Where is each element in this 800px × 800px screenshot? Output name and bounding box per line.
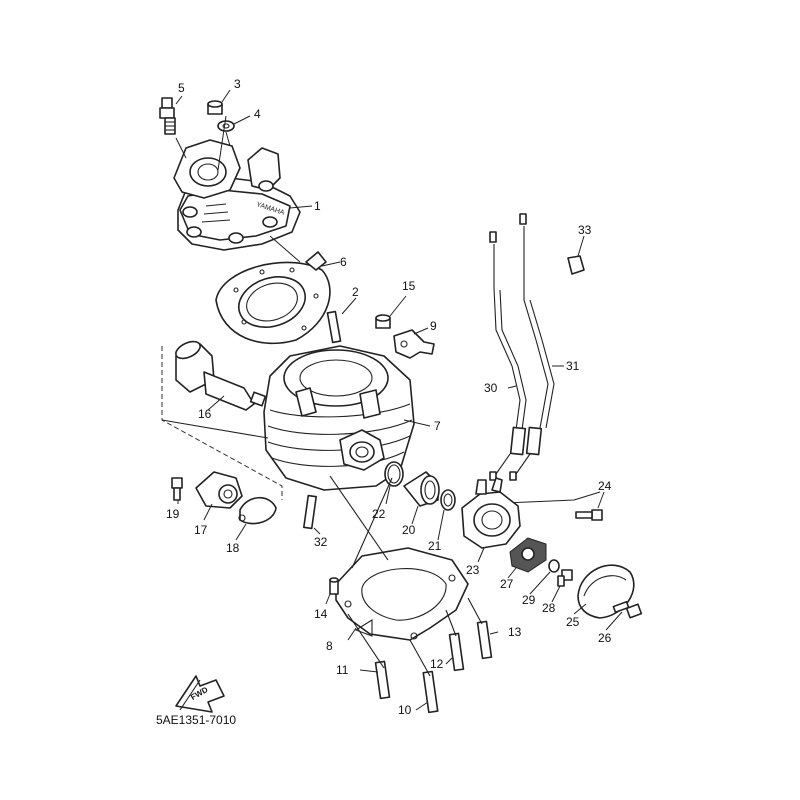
bolt-28: [551, 569, 573, 603]
callout-19: 19: [166, 507, 180, 521]
cable-31: [509, 213, 564, 481]
power-valve-housing: [461, 477, 521, 563]
callout-33: 33: [578, 223, 592, 237]
spark-plug: [159, 95, 183, 135]
o-ring-22: [384, 461, 404, 505]
callout-29: 29: [522, 593, 536, 607]
callout-15: 15: [402, 279, 416, 293]
base-gasket: [329, 475, 469, 641]
callout-30: 30: [484, 381, 498, 395]
callout-9: 9: [430, 319, 437, 333]
cylinder-head: YAMAHA: [173, 139, 313, 251]
callout-5: 5: [178, 81, 185, 95]
stud-10: [415, 670, 439, 714]
callout-3: 3: [234, 77, 241, 91]
callout-31: 31: [566, 359, 580, 373]
cable-clip: [567, 235, 585, 275]
callout-24: 24: [598, 479, 612, 493]
cable-30: [489, 231, 527, 481]
stud-13: [476, 620, 499, 660]
joint-20: [403, 471, 440, 525]
callout-18: 18: [226, 541, 240, 555]
washer-29: [529, 559, 560, 595]
pulley: [507, 537, 547, 579]
callout-17: 17: [194, 523, 208, 537]
stud-bolt: [326, 297, 357, 344]
cap-nut: [207, 89, 231, 115]
callout-7: 7: [434, 419, 441, 433]
valve-cover-17: [195, 471, 243, 521]
assembly-bracket-line: [161, 346, 283, 500]
head-gasket: [215, 251, 341, 345]
bracket: [393, 327, 435, 359]
stud-11: [359, 660, 391, 700]
washer: [217, 115, 251, 132]
dowel-pin: [325, 577, 339, 605]
callout-13: 13: [508, 625, 522, 639]
gasket-18: [235, 496, 277, 541]
stud-12: [445, 632, 465, 672]
cylinder: [263, 345, 431, 491]
callout-23: 23: [466, 563, 480, 577]
callout-4: 4: [254, 107, 261, 121]
bolt-24: [481, 491, 605, 521]
valve-holder: [175, 340, 267, 411]
callout-32: 32: [314, 535, 328, 549]
bracket-nut: [375, 295, 407, 329]
callout-10: 10: [398, 703, 412, 717]
bolt-26: [605, 600, 643, 631]
callout-28: 28: [542, 601, 556, 615]
callout-22: 22: [372, 507, 386, 521]
callout-2: 2: [352, 285, 359, 299]
callout-8: 8: [326, 639, 333, 653]
bolt-19: [171, 477, 183, 504]
callout-27: 27: [500, 577, 514, 591]
callout-20: 20: [402, 523, 416, 537]
diagram-code: 5AE1351-7010: [156, 713, 236, 727]
callout-11: 11: [336, 663, 349, 677]
callout-labels: 1 2 3 4 5 6 7 8 9 10 11 12 13 14 15 16 1…: [166, 77, 612, 717]
fwd-direction-arrow: FWD: [175, 675, 225, 713]
callout-14: 14: [314, 607, 328, 621]
valve-cover-25: [573, 564, 635, 619]
callout-12: 12: [430, 657, 444, 671]
callout-21: 21: [428, 539, 442, 553]
callout-1: 1: [314, 199, 321, 213]
callout-6: 6: [340, 255, 347, 269]
lower-stud: [303, 494, 321, 535]
callout-25: 25: [566, 615, 580, 629]
callout-26: 26: [598, 631, 612, 645]
o-ring-21: [437, 489, 456, 541]
callout-16: 16: [198, 407, 212, 421]
